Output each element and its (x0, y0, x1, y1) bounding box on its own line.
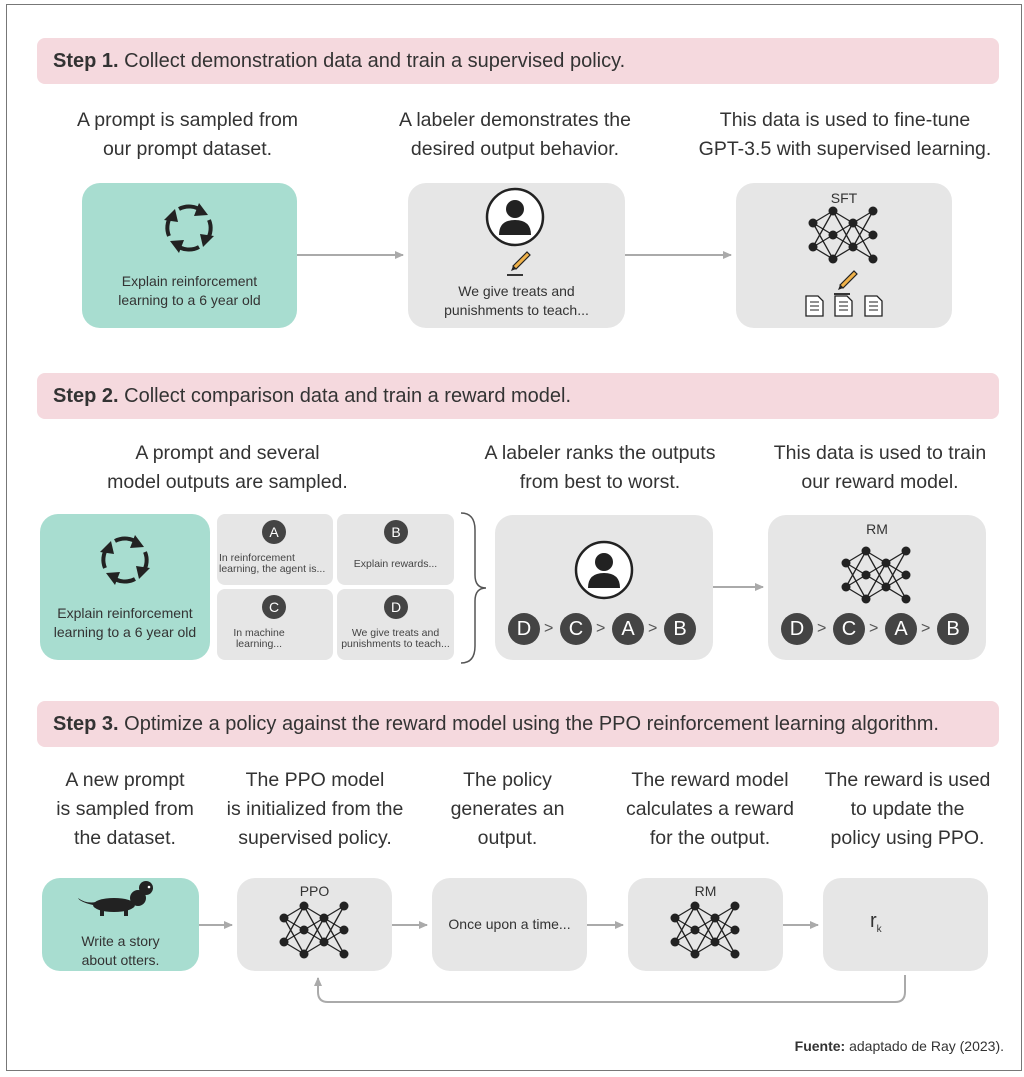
rm-gt-1: > (817, 620, 827, 637)
output-text-c: In machine learning... (233, 627, 285, 650)
document-icon (864, 295, 883, 317)
step3-output-text: Once upon a time... (448, 916, 571, 932)
bracket (460, 512, 487, 664)
step3-reward-box (823, 878, 988, 971)
step2-title-text: Collect comparison data and train a rewa… (118, 385, 572, 407)
step3-desc-update: The reward is used to update the policy … (824, 769, 991, 849)
output-letter-c: C (262, 595, 286, 619)
step1-desc-finetune: This data is used to fine-tune GPT-3.5 w… (698, 109, 992, 160)
step1-title-bold: Step 1. (53, 50, 119, 72)
otter-icon (78, 881, 153, 916)
step3-rm-label: RM (694, 883, 717, 899)
step1-labeler-text: We give treats and punishments to teach.… (444, 283, 589, 318)
output-letter-b: B (384, 520, 408, 544)
pencil-icon (833, 270, 858, 295)
step3-title-text: Optimize a policy against the reward mod… (118, 713, 939, 735)
rm-rank-4: B (937, 613, 969, 645)
reward-sub-k: k (876, 924, 882, 935)
step3-banner: Step 3. Optimize a policy against the re… (37, 701, 999, 747)
output-text-b: Explain rewards... (353, 558, 438, 570)
source-bold: Fuente: (794, 1038, 846, 1054)
neural-network-icon (278, 900, 350, 960)
sft-label: SFT (830, 190, 858, 206)
neural-network-icon (669, 900, 741, 960)
rm-gt-2: > (869, 620, 879, 637)
rm-rank-3: A (885, 613, 917, 645)
output-text-d: We give treats and punishments to teach.… (341, 627, 450, 650)
reward-r: r (870, 910, 877, 932)
step3-output-box (432, 878, 587, 971)
step2-desc-train: This data is used to train our reward mo… (773, 442, 987, 493)
rank-3: A (612, 613, 644, 645)
source-caption: Fuente: adaptado de Ray (2023). (795, 1038, 1004, 1054)
step3-desc-ppo: The PPO model is initialized from the su… (226, 769, 404, 849)
cycle-icon (162, 201, 216, 255)
rank-1: D (508, 613, 540, 645)
step1-title-text: Collect demonstration data and train a s… (118, 50, 626, 72)
rm-gt-3: > (921, 620, 931, 637)
step3-title-bold: Step 3. (53, 713, 119, 735)
document-icon (805, 295, 824, 317)
step3-desc-policy: The policy generates an output. (450, 769, 565, 849)
cycle-icon (98, 533, 152, 587)
figure-frame (6, 4, 1022, 1071)
step2-desc-rank: A labeler ranks the outputs from best to… (484, 442, 716, 493)
step1-prompt-text: Explain reinforcement learning to a 6 ye… (118, 273, 261, 308)
rank-gt-3: > (648, 620, 658, 637)
rank-gt-2: > (596, 620, 606, 637)
step3-desc-prompt: A new prompt is sampled from the dataset… (56, 769, 194, 849)
step3-desc-reward: The reward model calculates a reward for… (626, 769, 794, 849)
source-text: adaptado de Ray (2023). (845, 1038, 1004, 1054)
ppo-label: PPO (299, 883, 330, 899)
step1-desc-prompt: A prompt is sampled from our prompt data… (76, 109, 299, 160)
reward-symbol: rk (870, 910, 882, 935)
output-letter-a: A (262, 520, 286, 544)
rank-4: B (664, 613, 696, 645)
step3-prompt-box (42, 878, 199, 971)
step2-prompt-text: Explain reinforcement learning to a 6 ye… (53, 605, 197, 640)
feedback-arrow (314, 975, 906, 1003)
pencil-icon (506, 251, 531, 276)
person-icon (574, 540, 634, 600)
neural-network-icon (840, 545, 912, 605)
step2-rm-label: RM (866, 521, 888, 537)
step2-banner: Step 2. Collect comparison data and trai… (37, 373, 999, 419)
step1-desc-labeler: A labeler demonstrates the desired outpu… (399, 109, 631, 160)
output-text-a: In reinforcement learning, the agent is.… (219, 552, 326, 575)
step2-desc-sample: A prompt and several model outputs are s… (107, 442, 348, 493)
rank-gt-1: > (544, 620, 554, 637)
step2-title-bold: Step 2. (53, 385, 119, 407)
rm-rank-1: D (781, 613, 813, 645)
step1-banner: Step 1. Collect demonstration data and t… (37, 38, 999, 84)
output-letter-d: D (384, 595, 408, 619)
rm-rank-2: C (833, 613, 865, 645)
neural-network-icon (807, 205, 879, 265)
person-icon (485, 187, 545, 247)
rank-2: C (560, 613, 592, 645)
document-icon (834, 295, 853, 317)
step3-prompt-text: Write a story about otters. (81, 933, 160, 968)
